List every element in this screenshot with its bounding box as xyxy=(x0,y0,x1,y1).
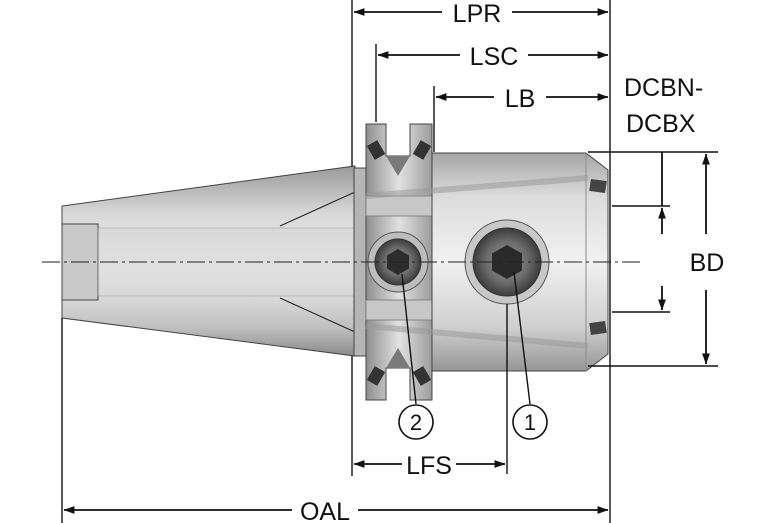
callout-number-2: 2 xyxy=(410,410,422,435)
label-lsc: LSC xyxy=(470,43,519,71)
label-dcbn: DCBN- xyxy=(624,74,703,102)
label-lb: LB xyxy=(505,85,536,113)
callout-circle-2 xyxy=(398,404,434,440)
label-oal: OAL xyxy=(300,498,350,523)
callout-leaders: 2 1 xyxy=(398,271,548,440)
label-lfs: LFS xyxy=(406,452,452,480)
label-bd: BD xyxy=(690,249,725,277)
callout-circle-1 xyxy=(512,404,548,440)
dimension-lines xyxy=(63,8,710,514)
callout-number-1: 1 xyxy=(524,410,536,435)
label-dcbx: DCBX xyxy=(626,110,696,138)
label-lpr: LPR xyxy=(453,0,502,28)
dimension-labels: LPR LSC LB DCBN- DCBX BD LFS OAL xyxy=(300,0,724,523)
extension-lines xyxy=(61,0,718,523)
